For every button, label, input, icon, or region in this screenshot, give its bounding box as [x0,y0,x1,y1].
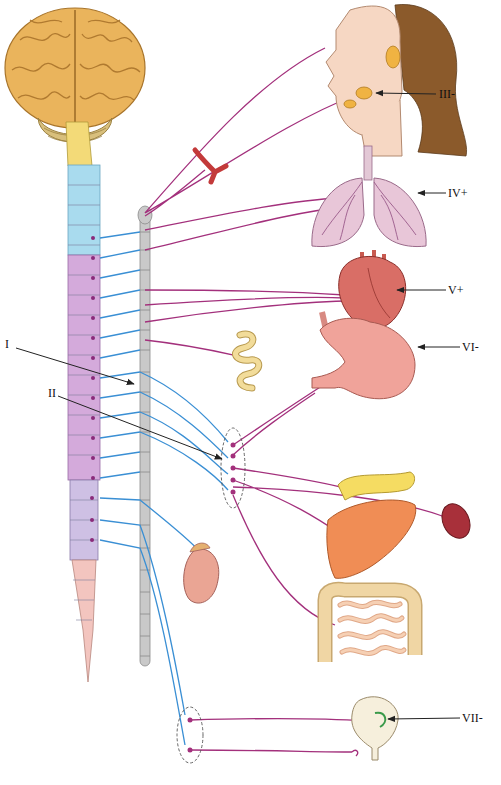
neuron-dot [90,518,94,522]
prevertebral-ganglia [221,428,245,508]
ganglion-dot [231,443,236,448]
neuron-dot [91,276,95,280]
neuron-dot [91,336,95,340]
neuron-dot [91,296,95,300]
salivary-gland [344,100,356,108]
ganglia-bracket [177,707,203,763]
brain-gyri [12,20,140,100]
callout-label: VII- [462,711,483,725]
neuron-dot [91,416,95,420]
preganglionic-fibres [100,232,228,745]
trachea [364,146,372,180]
lungs [312,146,426,247]
postganglionic-fibres [145,48,445,752]
neuron-dot [91,236,95,240]
brainstem [66,122,92,166]
bladder-sphincter [375,713,385,727]
pelvic-ganglia [177,707,203,763]
coil [236,334,259,388]
leader-arrow [418,193,446,194]
intestines [325,589,415,662]
callout-label: I [5,337,9,351]
neuron-dot [91,356,95,360]
bronchi [322,182,416,240]
ganglia-bracket [221,428,245,508]
chain-ganglia [140,232,150,656]
left-lung [312,178,364,247]
cerebrum [5,8,145,128]
leader-arrow [397,290,446,291]
leader-arrow [418,347,460,348]
stomach-body [312,318,415,398]
nerve-ending [352,750,358,756]
colon [325,589,415,662]
ganglion-dot [188,718,193,723]
neuron-dot [90,538,94,542]
coil-outline [236,334,259,388]
ganglion-dot [188,748,193,753]
neuron-dot [91,396,95,400]
neuron-dot [91,436,95,440]
callout-label: IV+ [448,186,467,200]
leader-arrow [376,93,436,94]
neuron-dot [91,316,95,320]
stomach [312,312,415,399]
heart [339,250,406,329]
brain [5,8,145,166]
colon-outline [325,589,415,662]
leader-arrows [16,93,460,719]
callout-label: III- [439,87,455,101]
leader-arrow [16,348,134,384]
spleen [437,499,476,543]
cervical-cord [68,165,100,255]
cord-segments [68,185,100,620]
sacral-cord [72,560,96,682]
neuron-dot [90,496,94,500]
cord-neurons [90,236,95,542]
small-intestine [340,602,404,653]
heart-groove [368,268,390,318]
parotid-gland [386,46,400,68]
ganglion-dot [231,490,236,495]
kidney-body [184,549,219,603]
head [326,4,467,156]
callout-label: V+ [448,283,463,297]
bladder [352,697,398,760]
leader-arrow [58,396,222,459]
chain-trunk [140,208,150,666]
bladder-body [352,697,398,760]
neuron-dot [91,456,95,460]
ganglion-dot [231,466,236,471]
kidney [184,543,219,603]
callout-label: II [48,386,56,400]
leader-arrow [388,718,460,719]
neuron-dot [91,256,95,260]
neuron-dot [91,476,95,480]
ganglion-dot [231,478,236,483]
ganglion-dot [231,454,236,459]
neuron-dot [91,376,95,380]
callout-label: VI- [462,340,479,354]
blood-vessel [195,150,226,182]
small-intestine-fill [340,602,404,653]
salivary-gland [356,87,372,99]
liver [327,500,416,578]
thoracic-cord [68,255,100,480]
superior-ganglion [138,206,152,224]
adrenal-gland [190,543,210,552]
hair [395,4,467,156]
right-lung [374,178,426,247]
spinal-cord [68,165,100,682]
pancreas [338,472,415,500]
intestine-coil [236,334,259,388]
brain-fissure [74,10,76,128]
